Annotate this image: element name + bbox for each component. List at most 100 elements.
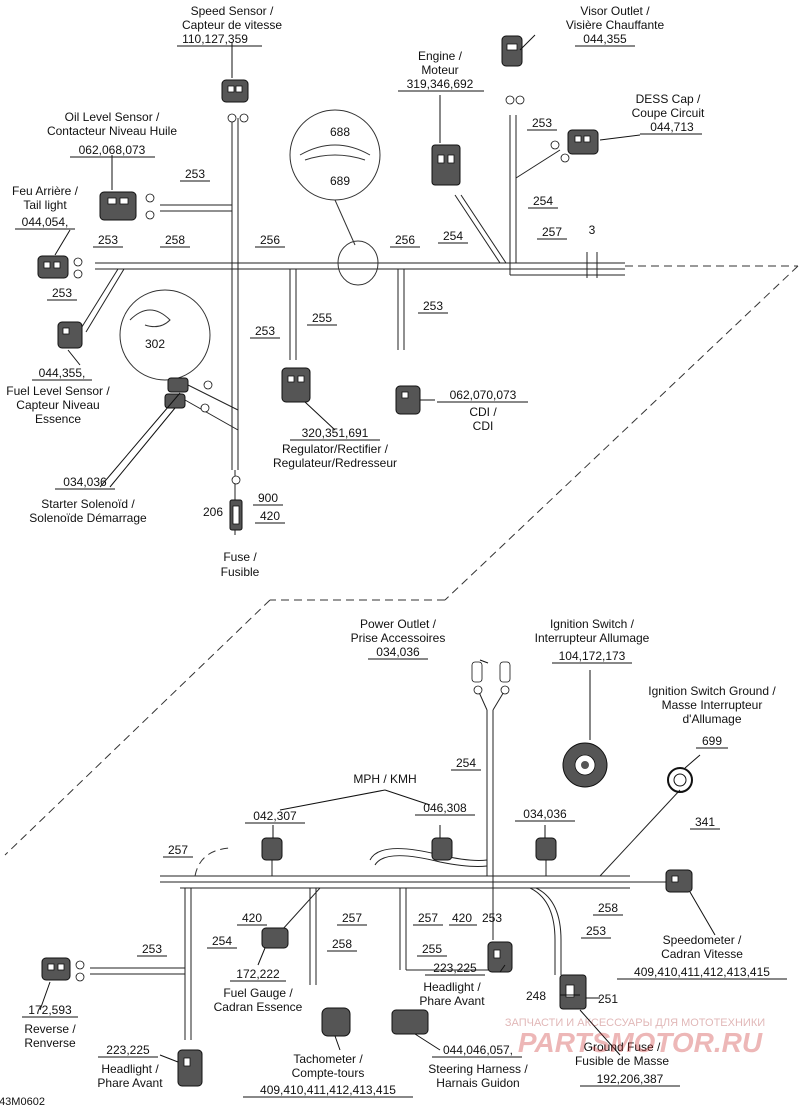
ref-258-right: 258	[598, 901, 618, 915]
speedometer-codes: 409,410,411,412,413,415	[634, 965, 770, 979]
fuel-gauge-label-2: Cadran Essence	[214, 1000, 303, 1014]
fuse-label-2: Fusible	[221, 565, 260, 579]
ref-689: 689	[330, 174, 350, 188]
tail-light-connector	[37, 255, 69, 279]
ground-fuse-box	[559, 974, 587, 1010]
ref-206: 206	[203, 505, 223, 519]
headlight-mid-codes: 223,225	[433, 961, 477, 975]
engine-codes: 319,346,692	[407, 77, 474, 91]
ref-254-dess: 254	[533, 194, 553, 208]
ref-420-right: 420	[452, 911, 472, 925]
c034-connector	[535, 837, 557, 861]
mph-right-codes: 046,308	[423, 801, 467, 815]
watermark-logo: PARTSMOTOR.RU	[518, 1027, 763, 1058]
oil-level-label-1: Oil Level Sensor /	[65, 110, 160, 124]
ign-ground-label-2: Masse Interrupteur	[662, 698, 763, 712]
top-components	[37, 35, 599, 531]
watermark-text: ЗАПЧАСТИ И АКСЕССУАРЫ ДЛЯ МОТОТЕХНИКИ	[505, 1017, 765, 1029]
reverse-codes: 172,593	[28, 1003, 72, 1017]
oil-level-codes: 062,068,073	[79, 143, 146, 157]
speed-sensor-label-1: Speed Sensor /	[191, 4, 274, 18]
fuel-level-codes: 044,355,	[39, 366, 86, 380]
fuse-holder	[229, 499, 243, 531]
ref-254: 254	[443, 229, 463, 243]
headlight-left-label-2: Phare Avant	[97, 1076, 163, 1090]
steering-label-2: Harnais Guidon	[436, 1076, 519, 1090]
reverse-connector	[41, 957, 71, 981]
ign-ground-label-1: Ignition Switch Ground /	[648, 684, 776, 698]
top-harness	[79, 115, 625, 535]
fuel-gauge-codes: 172,222	[236, 967, 280, 981]
ref-253-cdi: 253	[423, 299, 443, 313]
fuel-level-connector	[57, 321, 83, 349]
cdi-codes: 062,070,073	[450, 388, 517, 402]
speedometer-label-2: Cadran Vitesse	[661, 947, 743, 961]
ref-3: 3	[589, 223, 596, 237]
ref-253-trunk: 253	[255, 324, 275, 338]
reverse-label-2: Renverse	[24, 1036, 76, 1050]
speed-sensor-label-2: Capteur de vitesse	[182, 18, 282, 32]
tail-light-label-2: Tail light	[23, 198, 67, 212]
ref-900: 900	[258, 491, 278, 505]
ref-253-tail: 253	[98, 233, 118, 247]
tachometer-codes: 409,410,411,412,413,415	[260, 1083, 396, 1097]
tachometer-connector	[321, 1007, 351, 1037]
fuel-level-label-2: Capteur Niveau	[16, 398, 99, 412]
ref-253-center: 253	[482, 911, 502, 925]
ref-257-mid: 257	[342, 911, 362, 925]
ign-switch-label-1: Ignition Switch /	[550, 617, 635, 631]
ref-257-left: 257	[168, 843, 188, 857]
top-leaders	[54, 34, 641, 488]
visor-outlet-connector	[501, 35, 523, 67]
watermark: ЗАПЧАСТИ И АКСЕССУАРЫ ДЛЯ МОТОТЕХНИКИ PA…	[505, 1017, 765, 1058]
mph-right-connector	[431, 837, 453, 861]
detail-circles	[119, 109, 381, 381]
cdi-connector	[395, 385, 421, 415]
regulator-label-1: Regulator/Rectifier /	[282, 442, 389, 456]
ref-248: 248	[526, 989, 546, 1003]
ref-420-left: 420	[242, 911, 262, 925]
ref-251: 251	[598, 992, 618, 1006]
dess-cap-codes: 044,713	[650, 120, 694, 134]
speedometer-label-1: Speedometer /	[663, 933, 742, 947]
bottom-leaders	[39, 659, 716, 1063]
starter-connectors	[164, 377, 189, 409]
headlight-left-label-1: Headlight /	[101, 1062, 159, 1076]
power-outlet-terminals	[471, 661, 511, 683]
ign-switch-label-2: Interrupteur Allumage	[535, 631, 650, 645]
oil-level-connector	[99, 191, 137, 221]
ref-257: 257	[542, 225, 562, 239]
visor-outlet-codes: 044,355	[583, 32, 627, 46]
power-outlet-label-1: Power Outlet /	[360, 617, 437, 631]
starter-label-2: Solenoïde Démarrage	[29, 511, 147, 525]
c034-codes: 034,036	[523, 807, 567, 821]
cdi-label-2: CDI	[473, 419, 494, 433]
speed-sensor-codes: 110,127,359	[182, 32, 248, 46]
ref-258: 258	[165, 233, 185, 247]
tachometer-label-1: Tachometer /	[293, 1052, 363, 1066]
headlight-mid-connector	[487, 941, 513, 973]
ref-253-reverse: 253	[142, 942, 162, 956]
ign-ground-code: 699	[702, 734, 722, 748]
ignition-ground-ring	[667, 767, 693, 793]
ref-254-outlet: 254	[456, 756, 476, 770]
fuel-level-label-1: Fuel Level Sensor /	[6, 384, 110, 398]
reverse-label-1: Reverse /	[24, 1022, 76, 1036]
steering-connector	[391, 1009, 429, 1035]
engine-label-2: Moteur	[421, 63, 458, 77]
ground-fuse-label-1: Ground Fuse /	[584, 1040, 661, 1054]
ground-fuse-label-2: Fusible de Masse	[575, 1054, 669, 1068]
mph-left-codes: 042,307	[253, 809, 297, 823]
steering-label-1: Steering Harness /	[428, 1062, 528, 1076]
starter-label-1: Starter Solenoïd /	[41, 497, 135, 511]
ign-ground-label-3: d'Allumage	[683, 712, 742, 726]
oil-level-label-2: Contacteur Niveau Huile	[47, 124, 177, 138]
ref-257-right: 257	[418, 911, 438, 925]
headlight-mid-label-2: Phare Avant	[419, 994, 485, 1008]
top-refs: 253 253 258 256 256 254 257 3 253 254 25…	[47, 116, 596, 524]
speedometer-connector	[665, 869, 693, 893]
ref-302: 302	[145, 337, 165, 351]
ref-341: 341	[695, 815, 715, 829]
ignition-switch	[562, 742, 608, 788]
